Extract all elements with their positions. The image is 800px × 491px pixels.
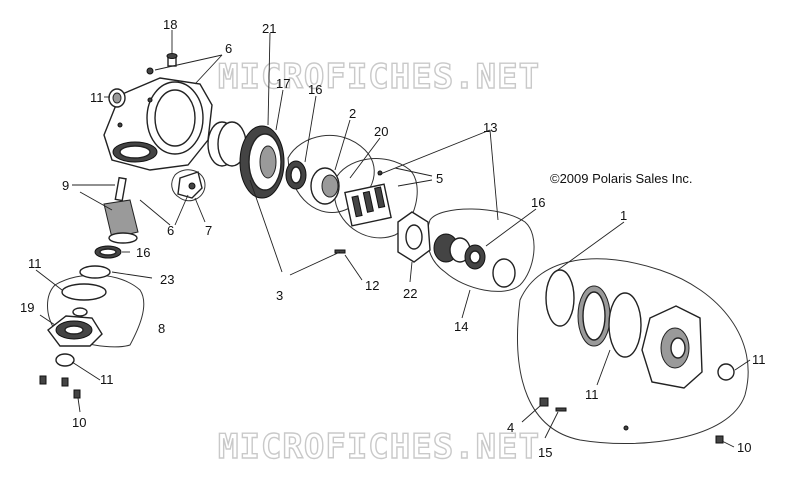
group-outline-8 [47,274,145,348]
callout-16-top: 16 [308,82,322,97]
group-outline-14 [426,208,535,292]
bearing-16-upper [285,160,307,190]
end-cover-1 [641,305,703,389]
callout-16-right: 16 [531,195,545,210]
callout-20: 20 [374,124,388,139]
seal-11-right [717,363,735,381]
callout-22: 22 [403,286,417,301]
seal-14 [492,258,516,288]
gear-14 [433,233,471,263]
callout-8: 8 [158,321,165,336]
watermark-top: MICROFICHES.NET [218,57,540,97]
o-ring-11-left [61,283,107,301]
callout-6-top: 6 [225,41,232,56]
callout-5: 5 [436,171,443,186]
roll-cage-5 [344,183,392,227]
callout-1: 1 [620,208,627,223]
group-outline-7 [171,169,206,202]
callout-4: 4 [507,420,514,435]
plug-1 [623,425,629,431]
cover-19 [47,315,103,347]
fitting-4 [539,397,549,407]
ring-1-a [545,269,575,327]
seal-11-lower [55,353,75,367]
group-outline-2 [287,135,375,214]
callout-2: 2 [349,106,356,121]
plate-22 [397,211,431,263]
watermark-bottom: MICROFICHES.NET [218,427,540,467]
callout-10-left: 10 [72,415,86,430]
callout-18: 18 [163,17,177,32]
callout-10-right: 10 [737,440,751,455]
o-ring-11-large [608,292,642,358]
callout-19: 19 [20,300,34,315]
callout-21: 21 [262,21,276,36]
o-ring-23 [79,265,111,279]
bearing-16-right [464,244,486,270]
bolt-6-small [146,67,154,75]
callout-11-bottom: 11 [100,372,114,387]
callout-15: 15 [538,445,552,460]
ring-21 [207,121,247,167]
callout-6-bottom: 6 [167,223,174,238]
callout-12: 12 [365,278,379,293]
pin-12 [334,249,346,254]
callout-11-left: 11 [28,256,42,271]
pinion-shaft-9 [103,176,139,244]
group-outline-5 [334,158,418,239]
callout-11-right: 11 [752,352,766,367]
callout-16-left: 16 [136,245,150,260]
callout-23: 23 [160,272,174,287]
copyright-notice: ©2009 Polaris Sales Inc. [550,171,693,186]
pin-15 [555,407,567,412]
bolt-18 [166,53,178,67]
callout-11-right-bottom: 11 [585,387,599,402]
ring-11-b [577,285,611,347]
collar-20 [310,167,340,205]
bolts-10-left [39,375,81,399]
plate-7 [177,171,203,199]
group-outline-1 [517,258,749,444]
callout-14: 14 [454,319,468,334]
seal-8-small [72,307,88,317]
ring-gear-17 [239,125,285,199]
callout-9: 9 [62,178,69,193]
callout-13: 13 [483,120,497,135]
housing-6 [103,77,213,171]
bolt-10-right [715,435,724,444]
seal-11-top [108,88,126,108]
leader-lines [35,30,751,448]
callout-17: 17 [276,76,290,91]
callout-11-top: 11 [90,90,104,105]
bearing-16-left [94,245,122,259]
callout-3: 3 [276,288,283,303]
callout-7: 7 [205,223,212,238]
